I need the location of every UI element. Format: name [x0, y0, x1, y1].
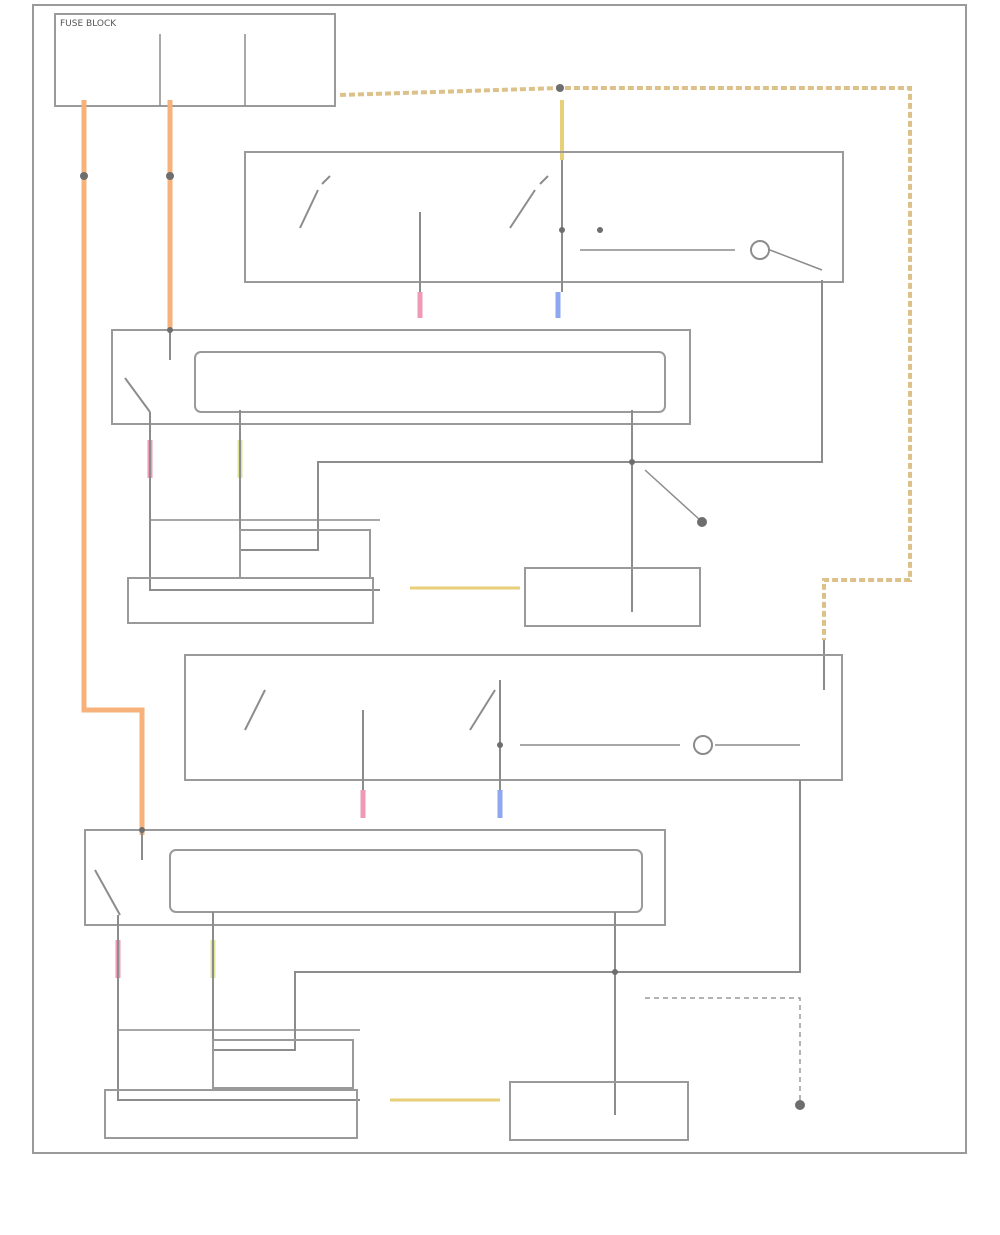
lower-lamp-icon: [693, 735, 713, 755]
lower-module-dashed: [645, 997, 801, 1100]
lower-switch-assembly: [184, 654, 843, 790]
upper-ignition-left: [127, 577, 374, 624]
lower-components: [104, 1039, 689, 1141]
lower-module-loop: [213, 971, 615, 1051]
node-lower-module: [139, 827, 145, 833]
lower-module-relay: [94, 869, 121, 916]
lower-ignition-left: [104, 1089, 358, 1139]
upper-module-outer: [111, 329, 691, 425]
wire-yellow-top: [339, 86, 912, 640]
fuse-block-frame: [54, 13, 336, 107]
upper-switch-assembly: [244, 151, 844, 292]
node-top-splice: [556, 84, 564, 92]
connector-dots: [80, 84, 635, 975]
upper-lower-bus: [149, 530, 380, 591]
lower-switch-left: [244, 689, 266, 731]
wire-orange-left: [81, 100, 145, 835]
fuse-block-title-left: FUSE BLOCK: [60, 19, 117, 29]
upper-switch-box: [244, 151, 844, 283]
node-upper-module: [167, 327, 173, 333]
upper-ignition-right: [524, 567, 701, 627]
node-left-1: [80, 172, 88, 180]
upper-lamp-to-edge: [769, 249, 823, 271]
upper-ground-icon: [697, 517, 707, 527]
lower-module: [84, 780, 805, 1115]
upper-module-loop: [240, 461, 632, 551]
upper-module-relay: [124, 377, 151, 413]
fuse-block: FUSE BLOCK: [54, 13, 336, 107]
upper-node-1: [559, 227, 565, 233]
node-right-upper: [629, 459, 635, 465]
lower-module-inner: [169, 849, 643, 913]
upper-module-ground-lead: [644, 469, 701, 521]
upper-sensor-box: [239, 529, 371, 579]
colored-wires: [81, 86, 912, 1102]
lower-bottom-bus: [117, 1030, 360, 1101]
node-left-2: [166, 172, 174, 180]
upper-node-2: [597, 227, 603, 233]
lower-module-outer: [84, 829, 666, 926]
lower-node-1: [497, 742, 503, 748]
lower-module-right-return: [615, 780, 801, 973]
upper-components: [127, 529, 701, 627]
lower-switch-box: [184, 654, 843, 781]
upper-switch-center: [509, 175, 549, 229]
lower-ground-icon: [795, 1100, 805, 1110]
lower-switch-center: [469, 689, 496, 731]
upper-module: [111, 280, 823, 612]
lower-sensor-box: [212, 1039, 354, 1089]
upper-lamp-icon: [750, 240, 770, 260]
lower-ignition-right: [509, 1081, 689, 1141]
upper-switch-left: [299, 175, 331, 229]
upper-module-right-return: [632, 280, 823, 463]
outer-frame: [32, 4, 967, 1154]
node-right-lower: [612, 969, 618, 975]
upper-module-inner: [194, 351, 666, 413]
